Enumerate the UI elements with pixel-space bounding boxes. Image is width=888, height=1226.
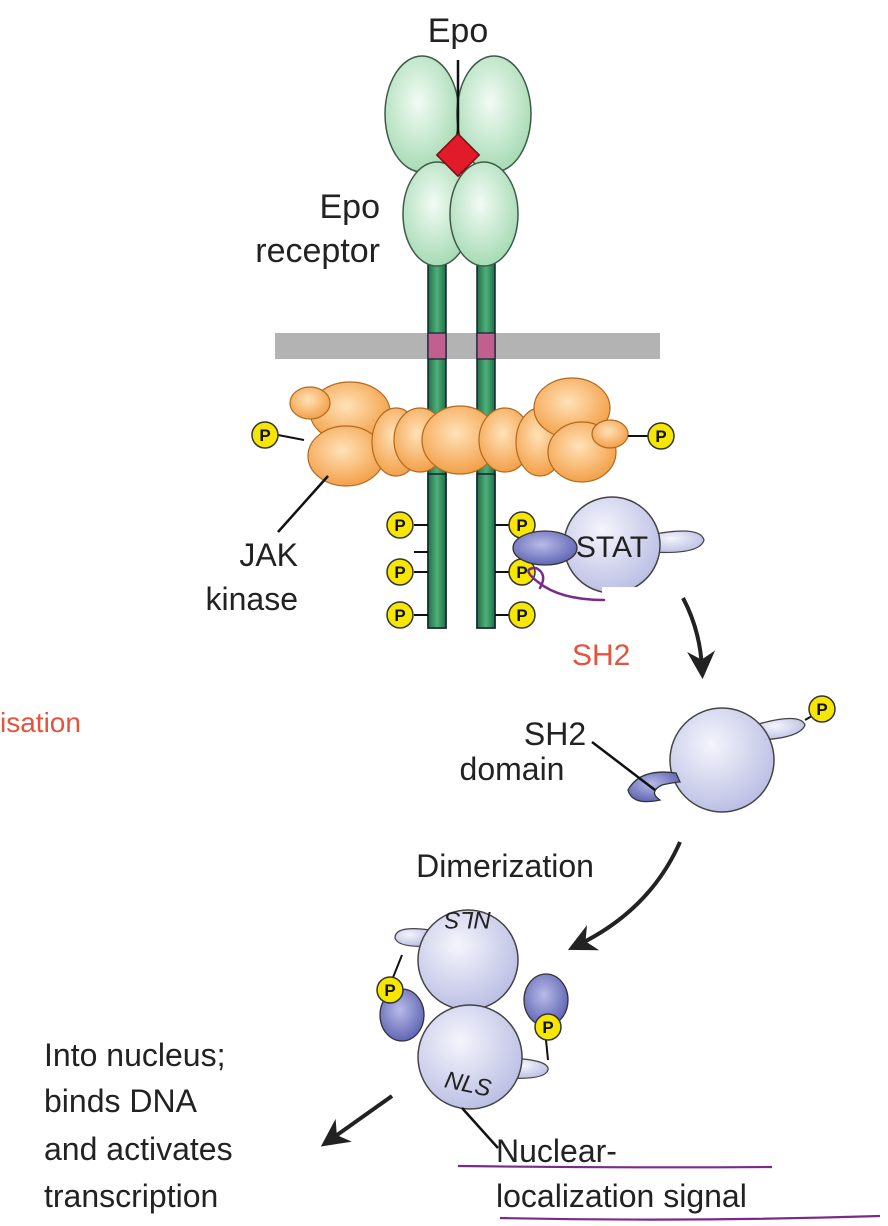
epo-receptor-label-line1: Epo [320,188,381,226]
epo-receptor-label-line2: receptor [255,232,380,270]
annotation-purple-curve [527,566,606,602]
sh2-domain-label-line1: SH2 [524,716,586,752]
dimerization-label: Dimerization [416,848,594,884]
arrow-into-nucleus [320,1094,394,1147]
receptor-domain-lower-right [449,161,519,267]
receptor-phosphates-left: P P P [386,511,428,629]
svg-text:P: P [542,1018,553,1037]
stat-dimer: P P NLS NLS [376,906,569,1110]
nucleus-label-line1: Into nucleus; [44,1037,225,1073]
sh2-domain-pointer [591,741,656,791]
stat-label: STAT [576,531,648,564]
svg-text:P: P [259,426,270,445]
sh2-annotation-label: SH2 [572,639,630,672]
svg-text:P: P [394,563,405,582]
nls-signal-label-line2: localization signal [496,1178,747,1214]
nucleus-label-line3: and activates [44,1131,233,1167]
nucleus-label-line2: binds DNA [44,1083,198,1119]
nucleus-label-line4: transcription [44,1178,218,1214]
epo-ligand [435,132,481,178]
arrow-activation [681,597,716,680]
stat-bound: STAT [512,496,705,605]
svg-text:P: P [516,516,527,535]
svg-text:P: P [384,981,395,1000]
jak-label-line1: JAK [239,537,298,573]
jak-label-line2: kinase [206,581,299,617]
nls-signal-label-line1: Nuclear- [496,1133,617,1169]
svg-text:P: P [516,606,527,625]
svg-text:P: P [816,700,827,719]
cell-membrane [275,333,660,359]
receptor-chain-right-overlay [476,473,496,629]
jak-kinase-right [478,377,629,483]
arrow-dimerization [567,841,682,951]
svg-text:P: P [394,516,405,535]
phosphate-jak-left: P [251,421,279,449]
underline-purple-2 [499,1214,881,1221]
transmembrane-segment-left [427,332,447,360]
jak-pointer [277,475,329,533]
isation-annotation-label: isation [0,707,81,738]
nls-label-top: NLS [445,906,492,933]
phosphate-stat [808,695,836,723]
sh2-domain-label-line2: domain [460,751,565,787]
phosphate-dimer-left [376,976,404,1004]
underline-purple-1 [457,1164,773,1169]
stat-phosphorylated: P [627,695,836,813]
receptor-phosphates-right: P P P [495,511,536,629]
svg-text:P: P [394,606,405,625]
svg-text:P: P [516,563,527,582]
phosphate-jak-right: P [647,422,675,450]
svg-text:P: P [655,427,666,446]
receptor-chain-left-overlay [427,473,447,629]
sh2-domain-bound [512,530,578,566]
phosphate-dimer-right [534,1013,562,1041]
transmembrane-segment-right [476,332,496,360]
nls-pointer [461,1107,499,1149]
epo-label: Epo [428,12,489,50]
